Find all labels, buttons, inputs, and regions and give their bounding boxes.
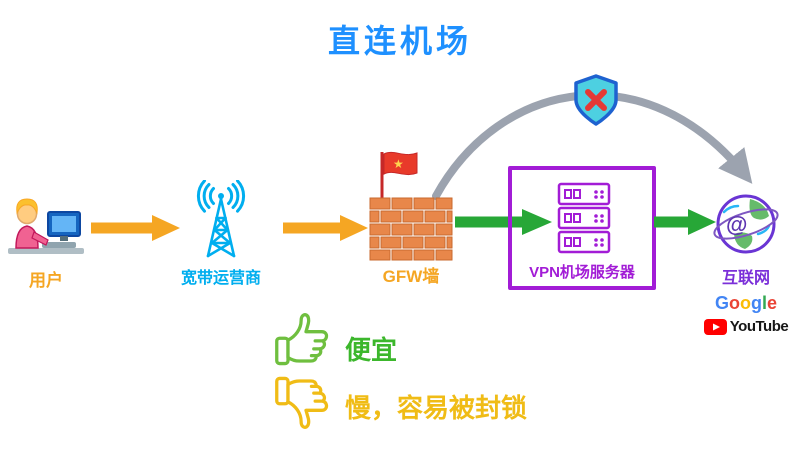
- cons-text: 慢，容易被封锁: [345, 393, 528, 423]
- vpn-server-box: VPN机场服务器: [508, 166, 656, 290]
- user-label: 用户: [29, 271, 63, 290]
- google-letter: o: [739, 293, 751, 313]
- thumbs-down-icon: [275, 376, 329, 429]
- isp-label: 宽带运营商: [180, 270, 261, 287]
- gfw-label: GFW墙: [382, 267, 440, 286]
- google-letter: l: [761, 293, 767, 313]
- pros-text: 便宜: [345, 335, 398, 365]
- youtube-play-icon: [703, 318, 727, 335]
- shield-x-blocked-icon: [574, 74, 618, 126]
- server-icon: [557, 182, 611, 254]
- diagram-title: 直连机场: [327, 23, 472, 59]
- arrow-vpn-to-internet: [654, 209, 716, 235]
- arrow-isp-to-gfw: [283, 215, 368, 241]
- google-letter: o: [728, 293, 740, 313]
- google-letter: G: [714, 293, 729, 313]
- vpn-label: VPN机场服务器: [529, 264, 635, 281]
- svg-text:★: ★: [393, 157, 404, 171]
- arrow-gfw-to-vpn: [455, 209, 552, 235]
- google-letter: g: [750, 293, 762, 313]
- brick-wall-flag-icon: ★: [369, 151, 453, 261]
- internet-label: 互联网: [721, 270, 770, 287]
- youtube-logo: YouTube: [700, 318, 792, 335]
- thumbs-up-icon: [275, 313, 329, 366]
- youtube-label: YouTube: [729, 318, 789, 335]
- google-letter: e: [767, 293, 778, 313]
- user-at-computer-icon: [8, 198, 84, 254]
- radio-tower-icon: [196, 180, 246, 258]
- svg-text:@: @: [726, 212, 747, 237]
- google-logo: Google: [706, 293, 786, 314]
- arrow-user-to-isp: [91, 215, 180, 241]
- globe-icon: @: [713, 194, 779, 254]
